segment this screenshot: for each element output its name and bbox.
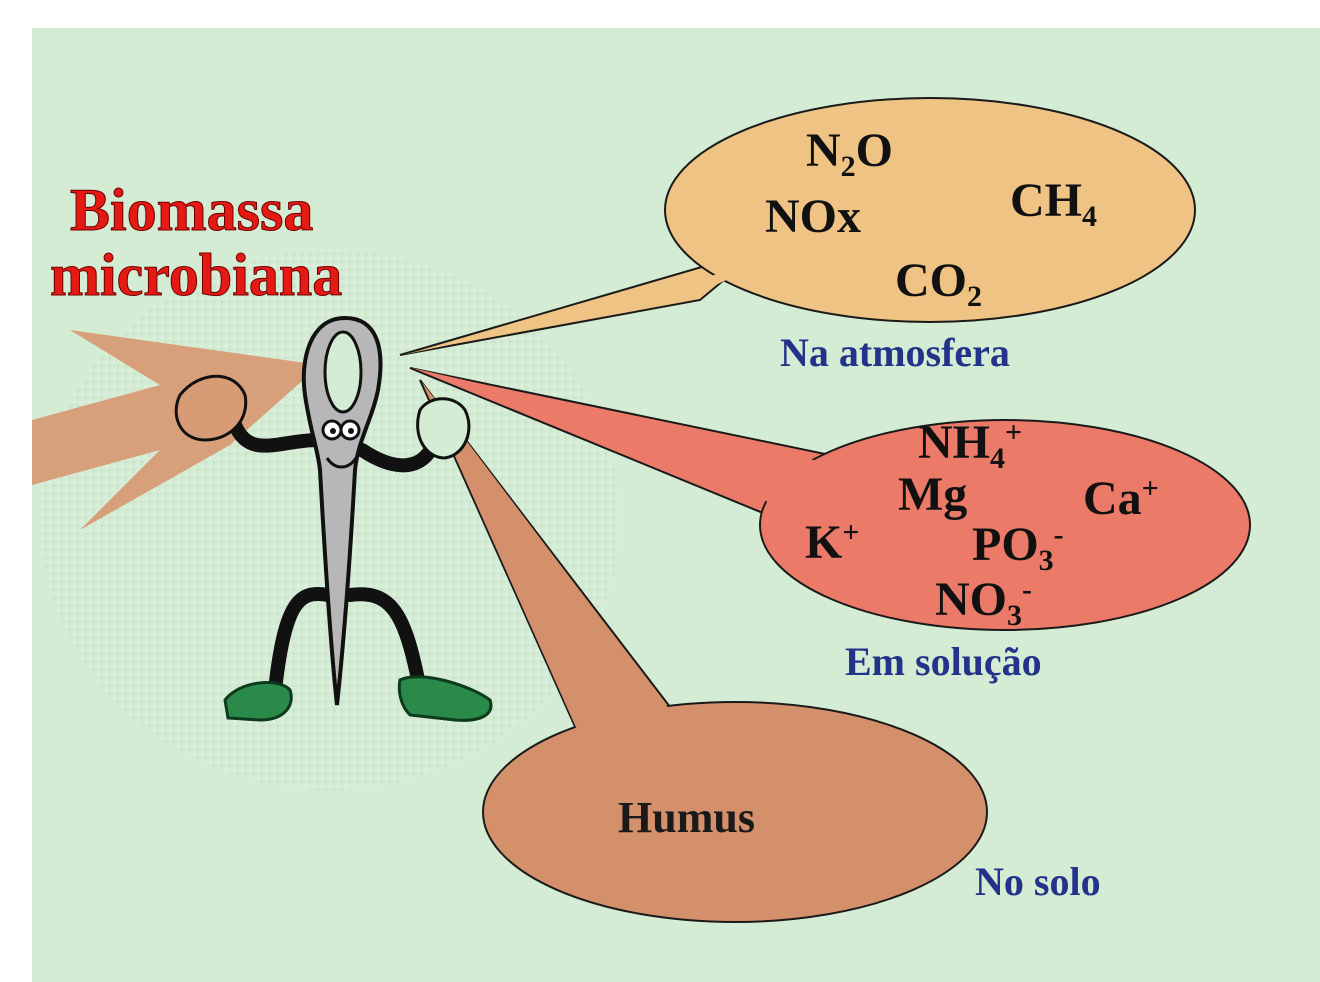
nox-formula: NOx (765, 190, 861, 243)
title-line-1: Biomassa (70, 177, 313, 243)
mg-symbol: Mg (898, 468, 967, 521)
atmosphere-caption: Na atmosfera (780, 330, 1010, 375)
title-line-2: microbiana (50, 242, 342, 308)
humus-label: Humus (618, 793, 755, 842)
soil-caption: No solo (975, 859, 1101, 904)
solution-caption: Em solução (845, 639, 1042, 684)
